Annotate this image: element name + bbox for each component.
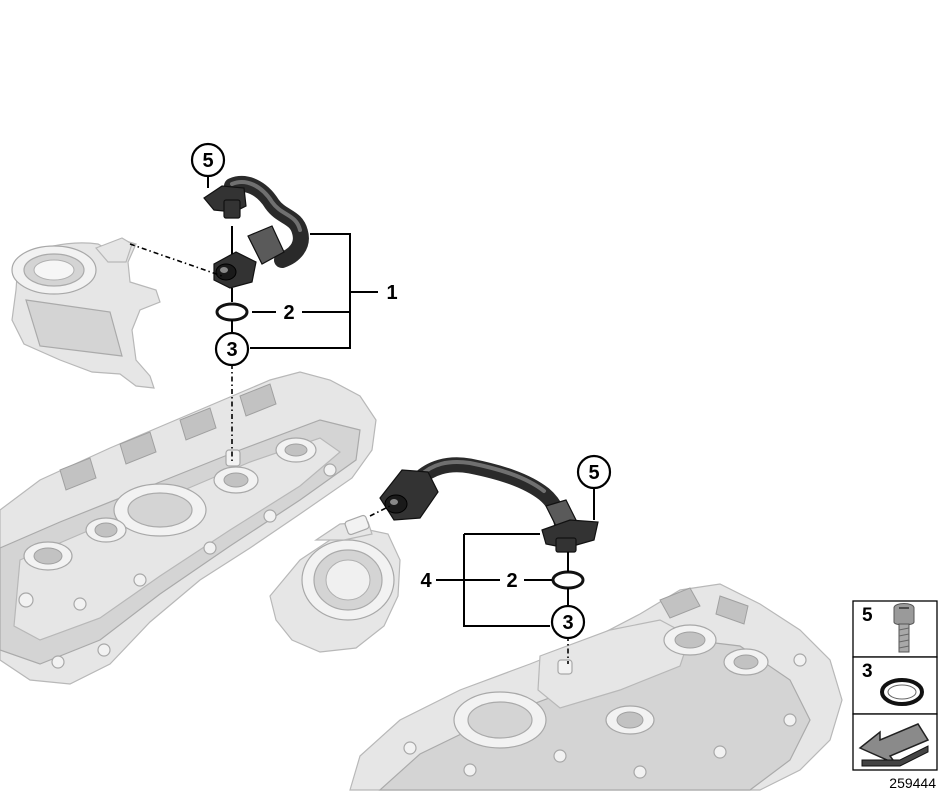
callout-2-lower[interactable]: 2 [506, 570, 517, 592]
diagram-number: 259444 [889, 775, 936, 791]
callout-2-upper[interactable]: 2 [283, 302, 294, 324]
callout-5-lower[interactable]: 5 [576, 454, 612, 490]
svg-text:2: 2 [283, 302, 294, 324]
throttle-housing-upper [11, 237, 161, 389]
screw-icon [893, 603, 915, 653]
callout-4[interactable]: 4 [420, 570, 432, 592]
throttle-body-center [269, 514, 401, 653]
legend-panel: 5 3 [852, 600, 938, 771]
callout-5-upper[interactable]: 5 [190, 142, 226, 178]
svg-text:4: 4 [420, 570, 432, 592]
valve-cover-left [0, 371, 377, 685]
leader-bracket-upper [207, 176, 378, 349]
leader-bracket-lower [436, 488, 595, 627]
breather-hose-upper [203, 176, 309, 289]
callout-3-upper[interactable]: 3 [214, 331, 250, 367]
valve-cover-right [349, 583, 843, 791]
callout-3-lower[interactable]: 3 [550, 604, 586, 640]
o-ring-icon [880, 678, 924, 706]
breather-hose-lower [379, 457, 599, 553]
svg-text:3: 3 [562, 612, 573, 634]
install-line-lower-left [369, 505, 391, 517]
svg-text:5: 5 [202, 150, 213, 172]
svg-text:3: 3 [226, 339, 237, 361]
arrow-icon [858, 723, 930, 767]
svg-text:5: 5 [588, 462, 599, 484]
seal-ring-lower [551, 570, 585, 590]
callout-1[interactable]: 1 [386, 282, 397, 304]
svg-text:2: 2 [506, 570, 517, 592]
install-line-upper-left [129, 243, 223, 277]
seal-ring-upper [215, 302, 249, 322]
svg-text:1: 1 [386, 282, 397, 304]
legend-number-5: 5 [862, 605, 873, 626]
legend-number-3: 3 [862, 661, 873, 682]
